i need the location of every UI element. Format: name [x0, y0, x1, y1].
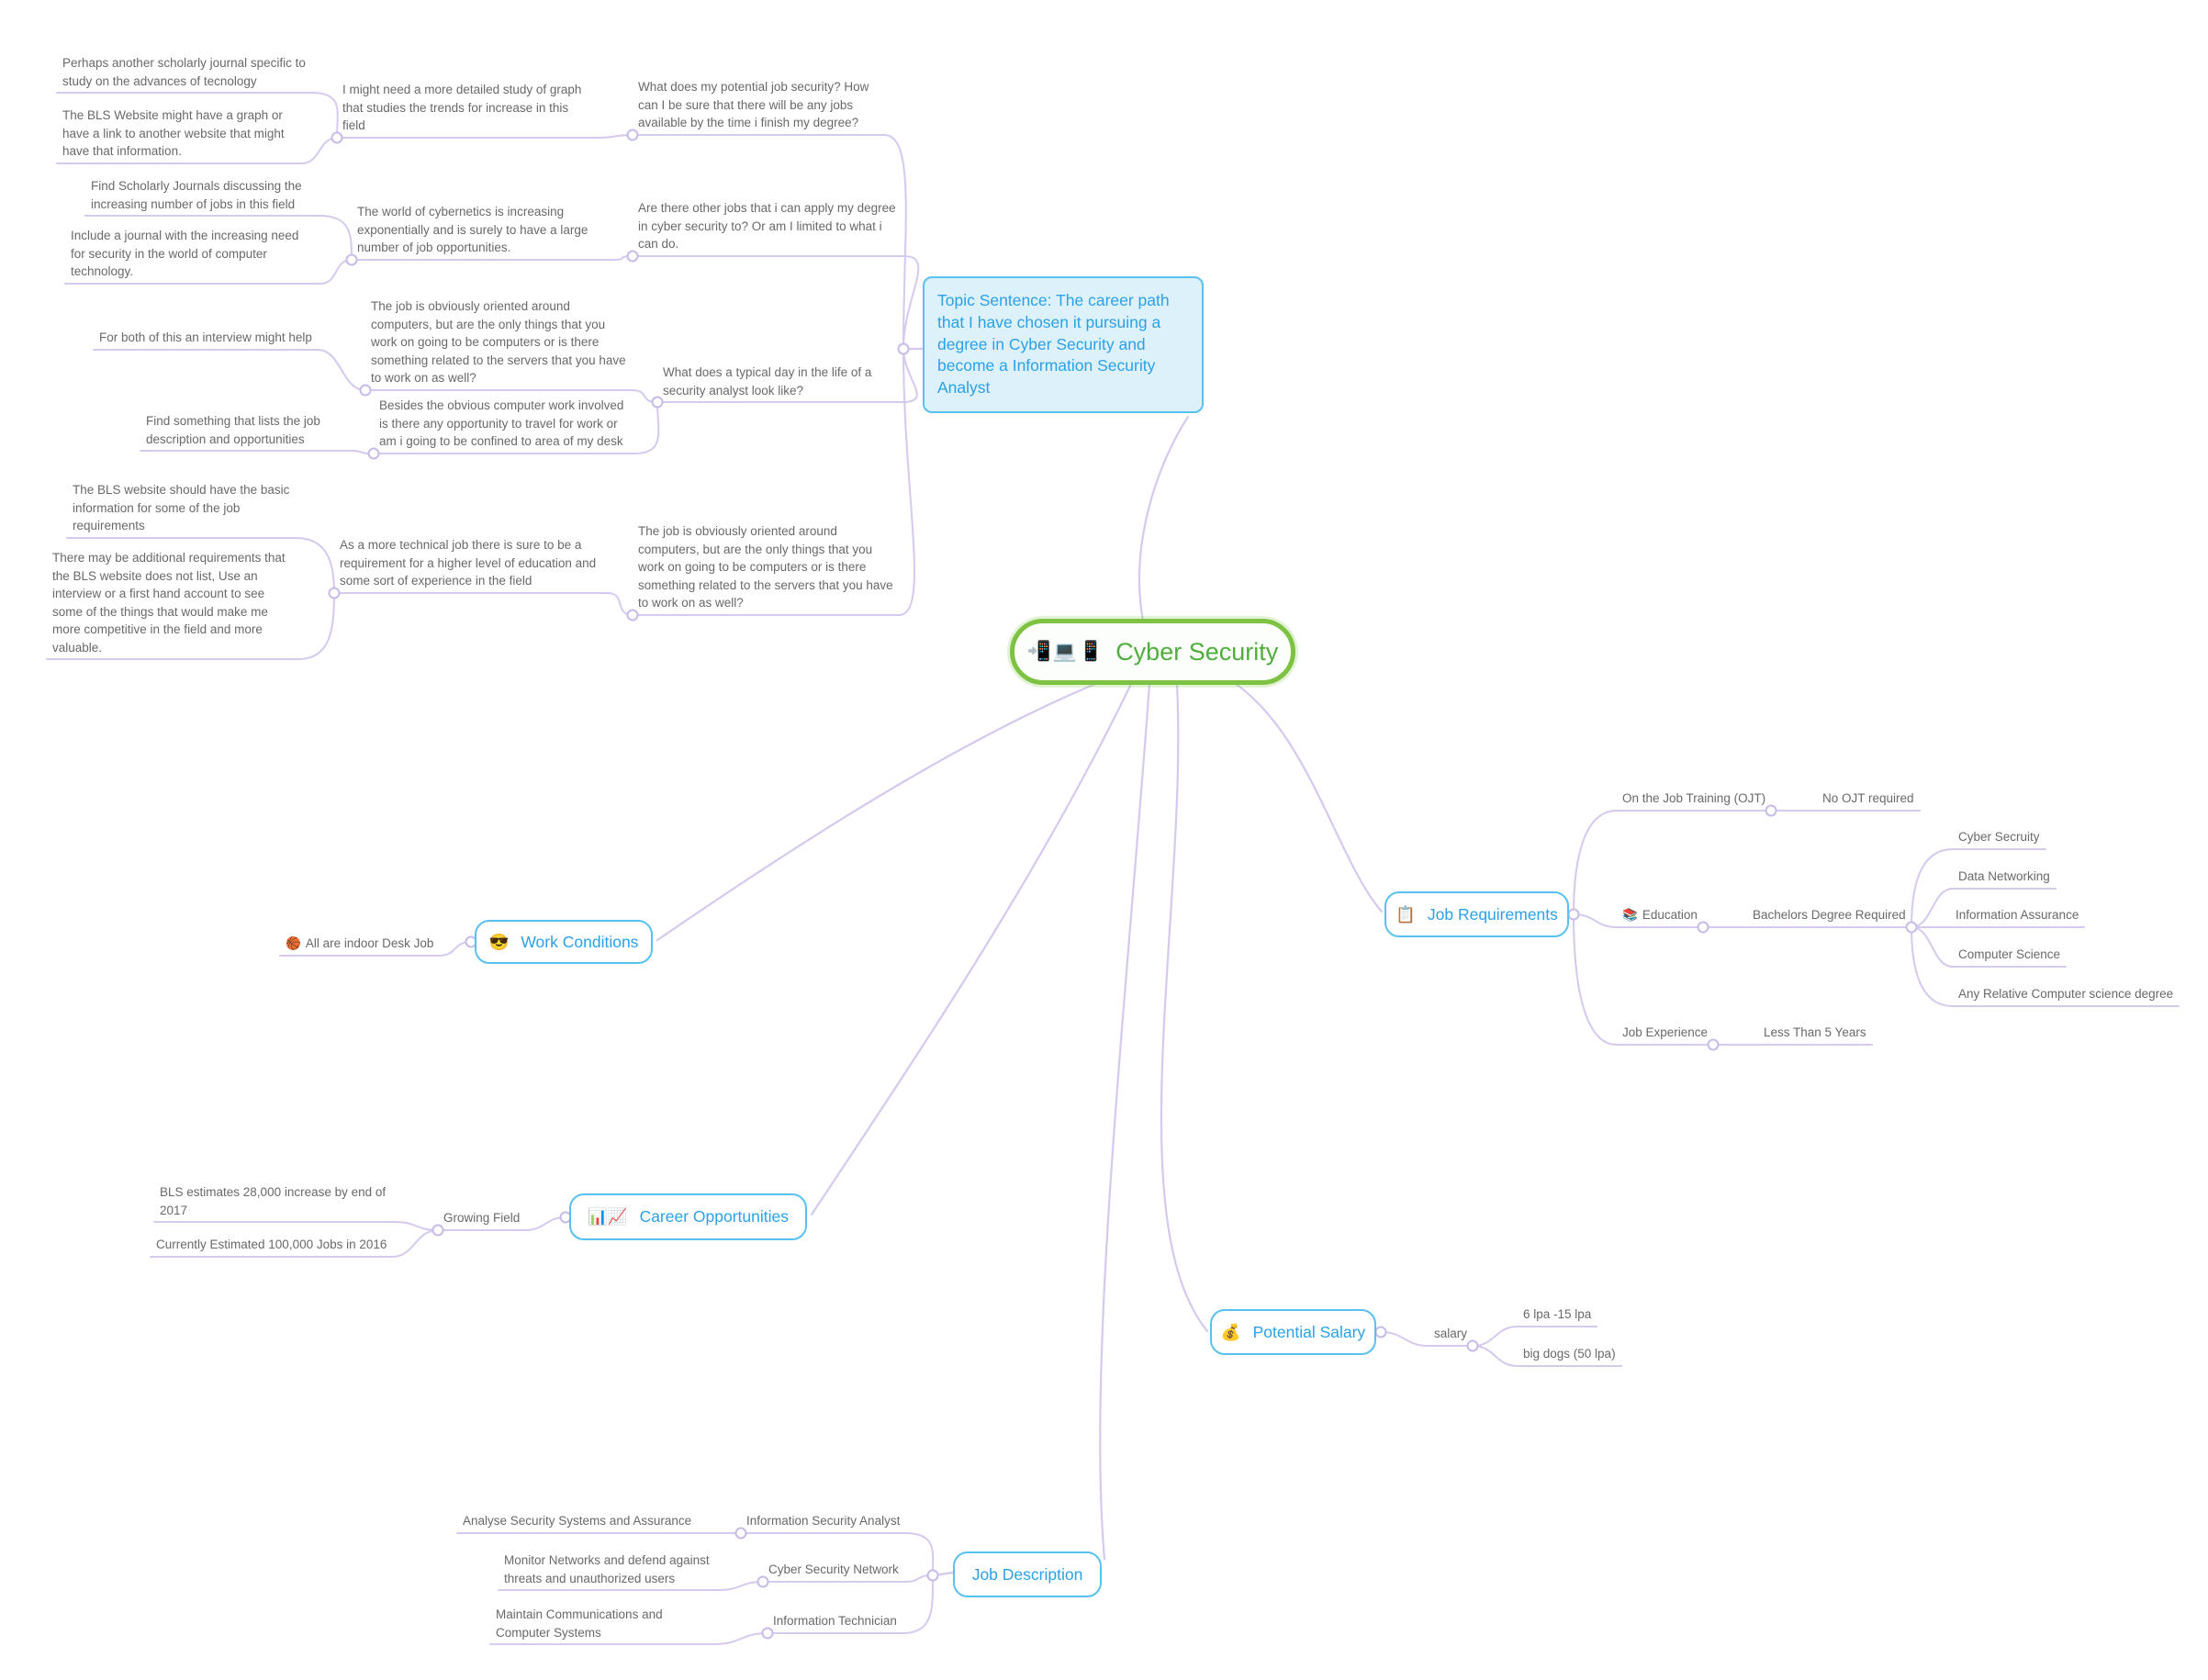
- branch-label: Work Conditions: [521, 932, 639, 951]
- branch-label: Job Description: [971, 1564, 1083, 1584]
- sunglasses-icon: 😎: [488, 932, 510, 951]
- node-maintain-communications[interactable]: Maintain Communications and Computer Sys…: [496, 1607, 663, 1640]
- node-monitor-networks[interactable]: Monitor Networks and defend against thre…: [504, 1553, 710, 1585]
- topic-sentence-node[interactable]: Topic Sentence: The career path that I h…: [923, 276, 1204, 413]
- node-find-journals[interactable]: Find Scholarly Journals discussing the i…: [91, 179, 302, 211]
- node-growing-field[interactable]: Growing Field: [443, 1211, 521, 1225]
- node-less-than-5-years[interactable]: Less Than 5 Years: [1764, 1025, 1866, 1039]
- clipboard-icon: 📋: [1395, 904, 1416, 924]
- branch-job-description[interactable]: Job Description: [953, 1551, 1102, 1597]
- charts-icon: 📊📈: [587, 1207, 628, 1226]
- node-degree-cyber-security[interactable]: Cyber Secruity: [1958, 830, 2040, 844]
- node-jobs-2016[interactable]: Currently Estimated 100,000 Jobs in 2016: [156, 1238, 387, 1251]
- node-information-security-analyst[interactable]: Information Security Analyst: [746, 1514, 901, 1528]
- node-besides-travel[interactable]: Besides the obvious computer work involv…: [379, 398, 624, 449]
- node-computers-servers[interactable]: The job is obviously oriented around com…: [371, 299, 626, 386]
- node-information-technician[interactable]: Information Technician: [773, 1614, 897, 1628]
- node-cyber-security-network[interactable]: Cyber Security Network: [768, 1562, 899, 1576]
- root-node-cyber-security[interactable]: 📲💻📱 Cyber Security: [1010, 619, 1295, 685]
- node-include-journal[interactable]: Include a journal with the increasing ne…: [71, 229, 299, 279]
- node-ojt[interactable]: On the Job Training (OJT): [1622, 791, 1766, 805]
- node-bls-estimate[interactable]: BLS estimates 28,000 increase by end of …: [160, 1185, 387, 1217]
- node-job-experience[interactable]: Job Experience: [1622, 1025, 1709, 1039]
- branch-label: Job Requirements: [1427, 904, 1558, 924]
- node-indoor-desk-job[interactable]: 🏀 All are indoor Desk Job: [286, 935, 433, 953]
- node-additional-requirements[interactable]: There may be additional requirements tha…: [52, 551, 286, 655]
- books-icon: 📚: [1622, 908, 1638, 922]
- branch-label: Career Opportunities: [639, 1207, 790, 1226]
- node-cybernetics[interactable]: The world of cybernetics is increasing e…: [357, 205, 588, 255]
- node-question-job-security[interactable]: What does my potential job security? How…: [638, 80, 869, 130]
- node-salary-big-dogs[interactable]: big dogs (50 lpa): [1523, 1347, 1616, 1361]
- branch-potential-salary[interactable]: 💰 Potential Salary: [1210, 1309, 1376, 1355]
- node-perhaps-journal[interactable]: Perhaps another scholarly journal specif…: [62, 56, 306, 88]
- node-detailed-study[interactable]: I might need a more detailed study of gr…: [342, 83, 582, 133]
- moneybag-icon: 💰: [1220, 1322, 1241, 1341]
- node-question-typical-day[interactable]: What does a typical day in the life of a…: [663, 365, 872, 398]
- node-bls-graph[interactable]: The BLS Website might have a graph or ha…: [62, 108, 285, 159]
- node-no-ojt[interactable]: No OJT required: [1822, 791, 1914, 805]
- node-degree-computer-science[interactable]: Computer Science: [1958, 947, 2061, 961]
- node-education[interactable]: 📚 Education: [1622, 906, 1698, 924]
- node-find-listing[interactable]: Find something that lists the job descri…: [146, 414, 320, 446]
- branch-job-requirements[interactable]: 📋 Job Requirements: [1384, 891, 1569, 937]
- node-technical-requirement[interactable]: As a more technical job there is sure to…: [340, 538, 597, 588]
- node-salary-range[interactable]: 6 lpa -15 lpa: [1523, 1307, 1592, 1321]
- node-degree-any-relative[interactable]: Any Relative Computer science degree: [1958, 987, 2174, 1001]
- node-text: Education: [1642, 908, 1698, 922]
- devices-icon: 📲💻📱: [1026, 641, 1105, 662]
- branch-work-conditions[interactable]: 😎 Work Conditions: [475, 920, 653, 964]
- branch-career-opportunities[interactable]: 📊📈 Career Opportunities: [569, 1193, 807, 1240]
- node-question-other-jobs[interactable]: Are there other jobs that i can apply my…: [638, 201, 896, 252]
- branch-label: Potential Salary: [1252, 1322, 1366, 1341]
- node-salary[interactable]: salary: [1434, 1327, 1468, 1340]
- node-computers-servers-question[interactable]: The job is obviously oriented around com…: [638, 524, 893, 610]
- basketball-icon: 🏀: [286, 936, 301, 950]
- node-bachelors-degree[interactable]: Bachelors Degree Required: [1753, 908, 1906, 922]
- node-degree-information-assurance[interactable]: Information Assurance: [1956, 908, 2079, 922]
- node-degree-data-networking[interactable]: Data Networking: [1958, 869, 2050, 883]
- root-label: Cyber Security: [1115, 637, 1279, 666]
- node-bls-basic-info[interactable]: The BLS website should have the basic in…: [73, 483, 290, 533]
- node-analyse-security[interactable]: Analyse Security Systems and Assurance: [463, 1514, 692, 1528]
- node-text: All are indoor Desk Job: [305, 936, 434, 950]
- node-interview-help[interactable]: For both of this an interview might help: [99, 330, 312, 344]
